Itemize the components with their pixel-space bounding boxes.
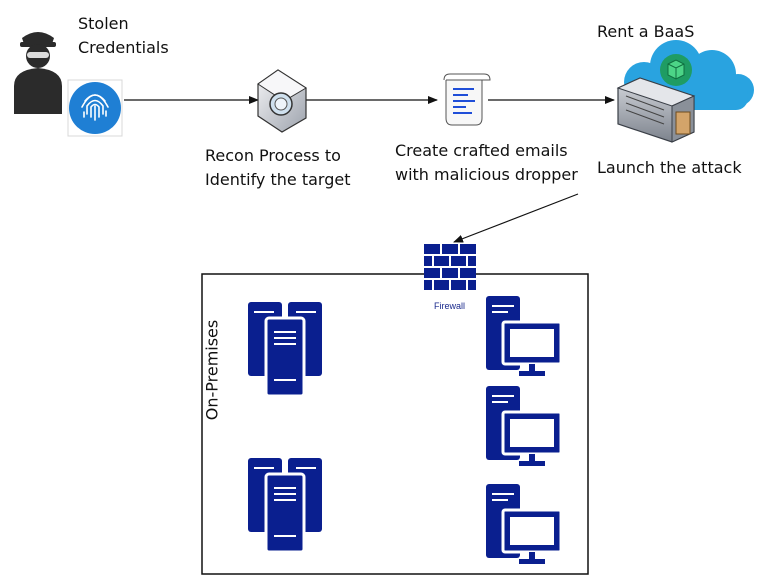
desktop-computer-icon [486,296,563,376]
hacker-icon [14,32,62,114]
stolen-credentials-line-2: Credentials [78,38,169,57]
recon-label: Recon Process to Identify the target [205,144,350,192]
crafted-emails-line-2: with malicious dropper [395,165,578,184]
fingerprint-icon [67,79,123,137]
stolen-credentials-line-1: Stolen [78,14,129,33]
firewall-label: Firewall [434,301,466,311]
recon-line-2: Identify the target [205,170,351,189]
launch-attack-label: Launch the attack [597,158,742,177]
crafted-emails-label: Create crafted emails with malicious dro… [395,139,578,187]
arrow-attack-to-firewall [453,193,579,243]
crafted-emails-line-1: Create crafted emails [395,141,568,160]
server-tower-icon [248,302,322,398]
on-premises-label: On-Premises [202,319,222,421]
rent-baas-label: Rent a BaaS [597,22,695,41]
magnifier-device-icon [257,69,307,133]
scroll-document-icon [443,73,491,126]
cloud-server-icon [616,40,754,143]
desktop-computer-icon [486,386,563,466]
recon-line-1: Recon Process to [205,146,341,165]
desktop-computer-icon [486,484,563,564]
server-tower-icon [248,458,322,554]
stolen-credentials-label: Stolen Credentials [78,12,169,60]
brick-firewall-icon [424,244,476,290]
on-premises-boundary [201,273,589,575]
